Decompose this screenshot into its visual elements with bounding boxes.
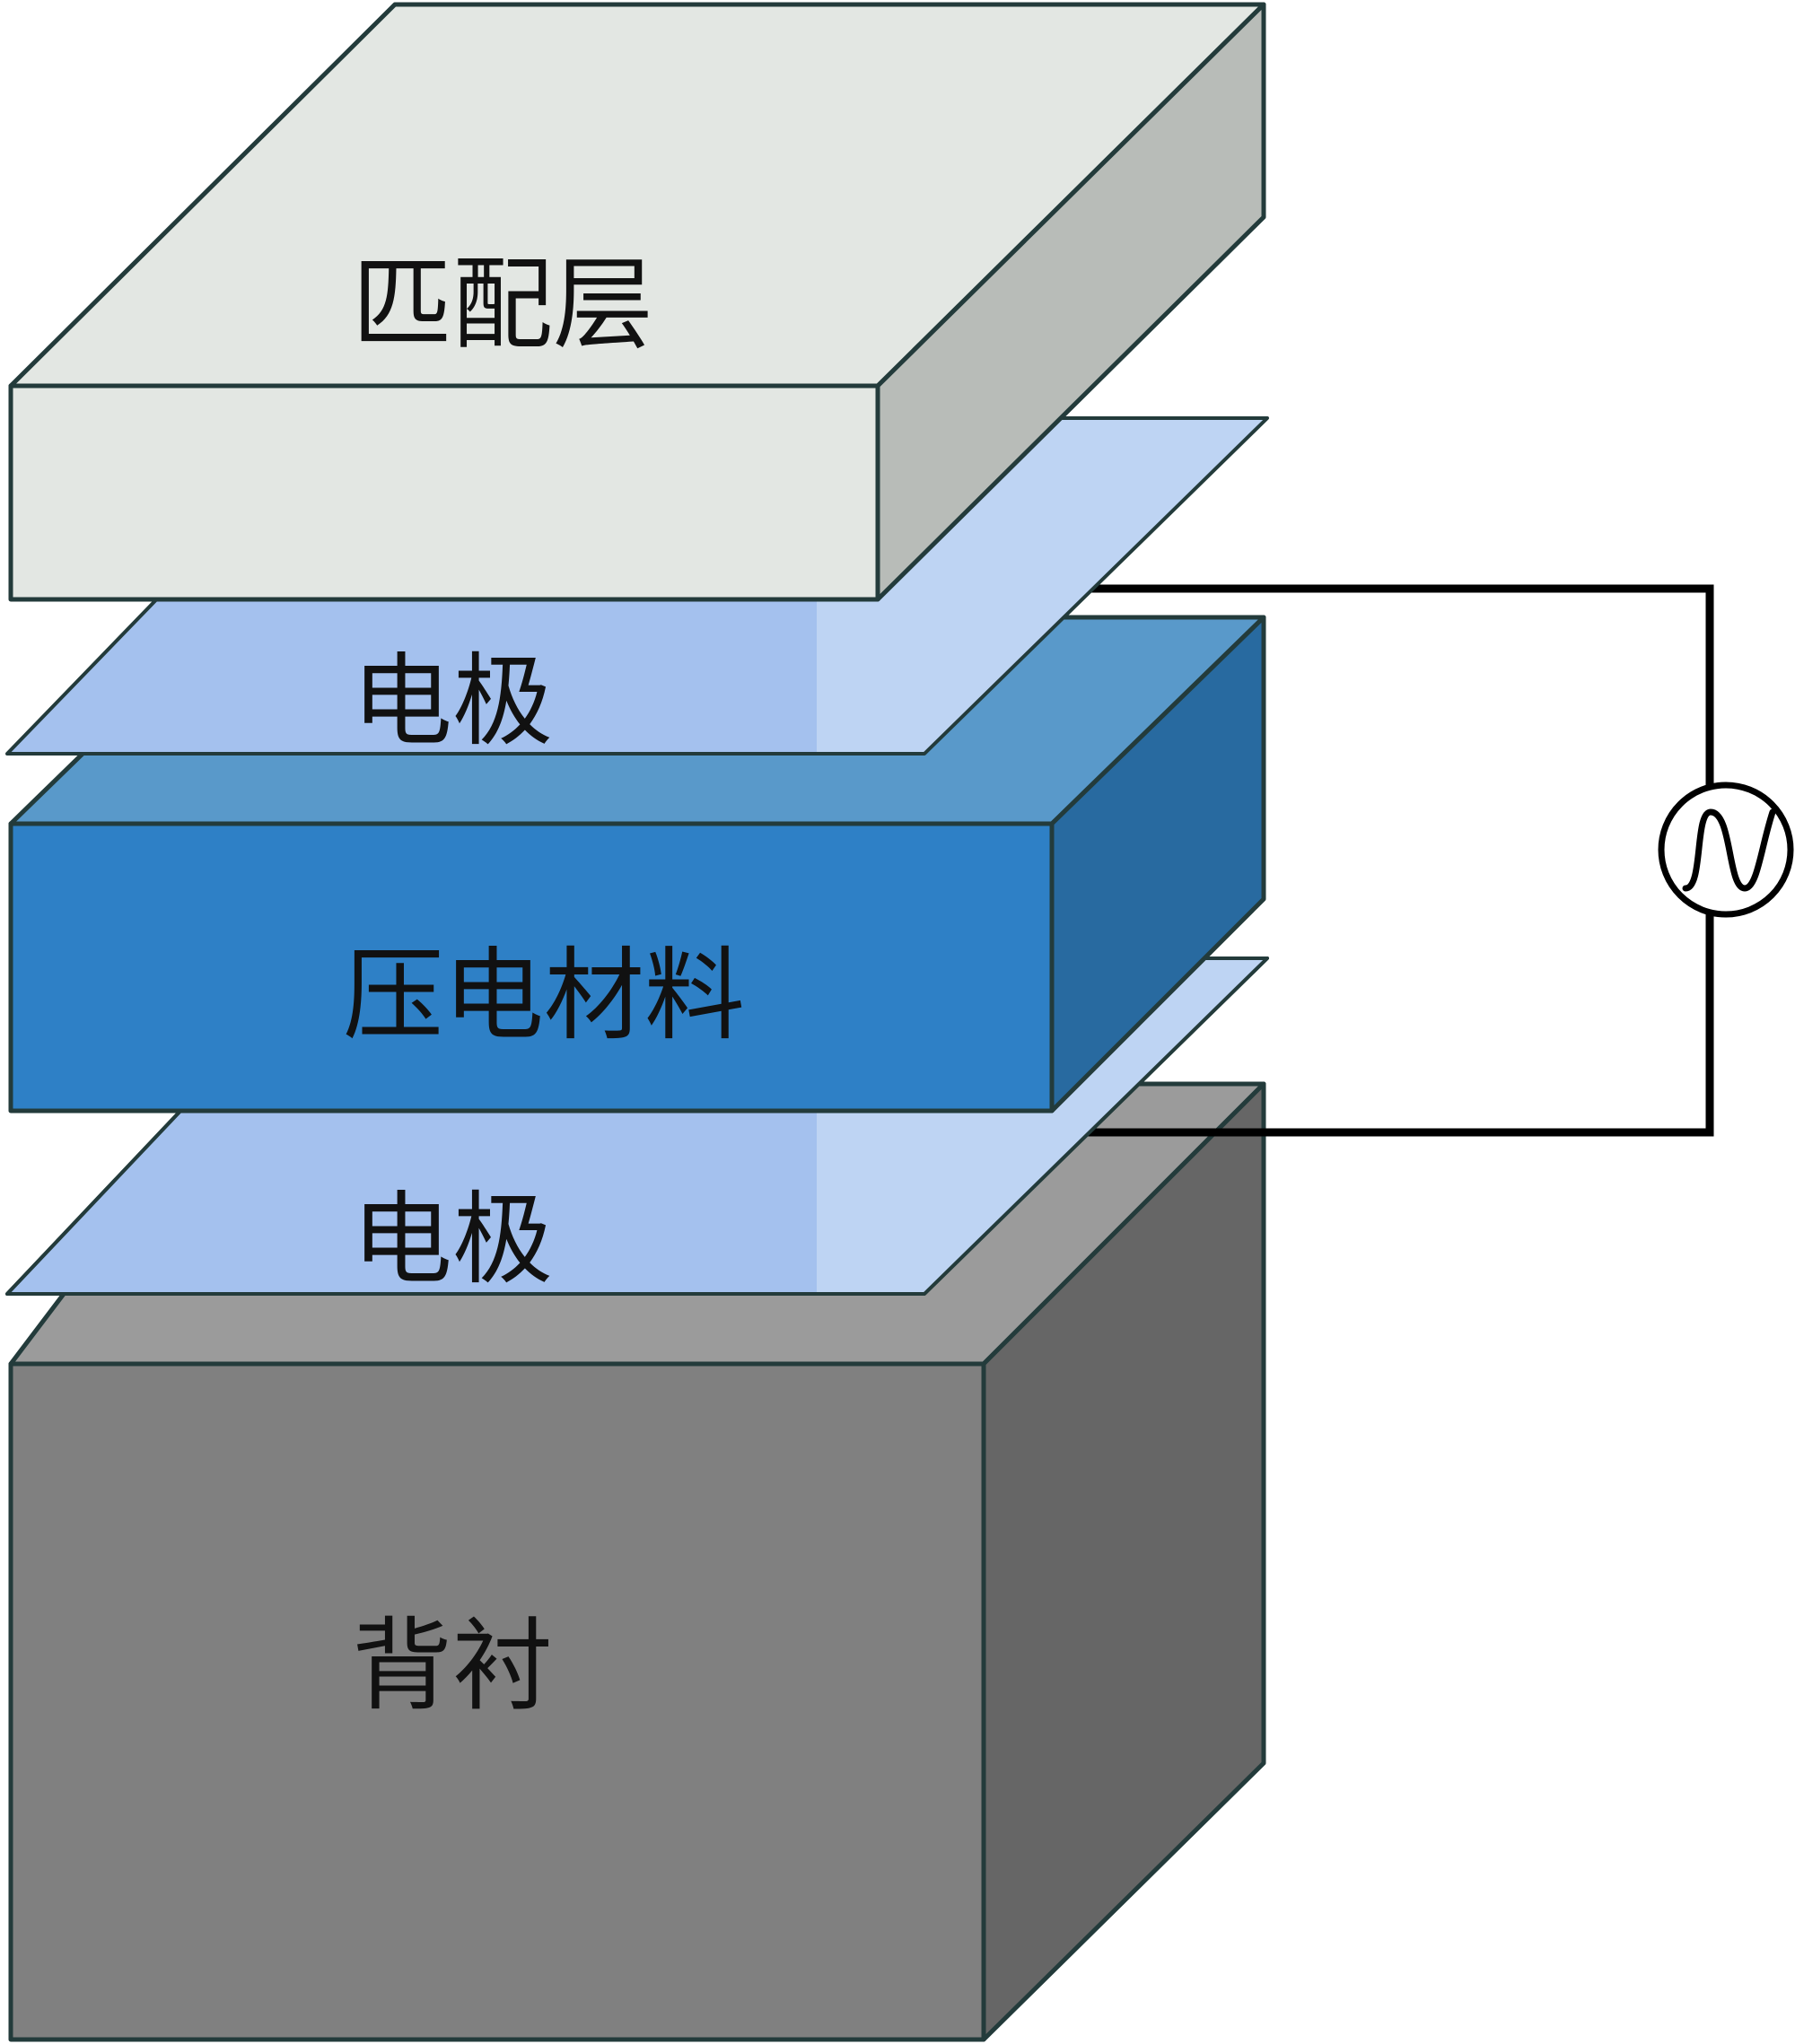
wire-bottom <box>1086 905 1714 1137</box>
matching-layer-front-face <box>8 383 880 602</box>
top-electrode-label: 电极 <box>352 643 553 760</box>
wire-top <box>1086 584 1714 796</box>
piezo-material-label: 压电材料 <box>343 938 745 1054</box>
ac-source-icon <box>1658 782 1794 918</box>
matching-layer-block: 匹配层 <box>8 2 1266 602</box>
bottom-electrode-label: 电极 <box>352 1182 553 1298</box>
piezo-front-face <box>8 821 1055 1114</box>
circuit <box>1086 584 1714 1137</box>
matching-layer-label: 匹配层 <box>352 247 653 363</box>
backing-front-face <box>8 1361 986 2042</box>
backing-label: 背衬 <box>352 1608 553 1725</box>
